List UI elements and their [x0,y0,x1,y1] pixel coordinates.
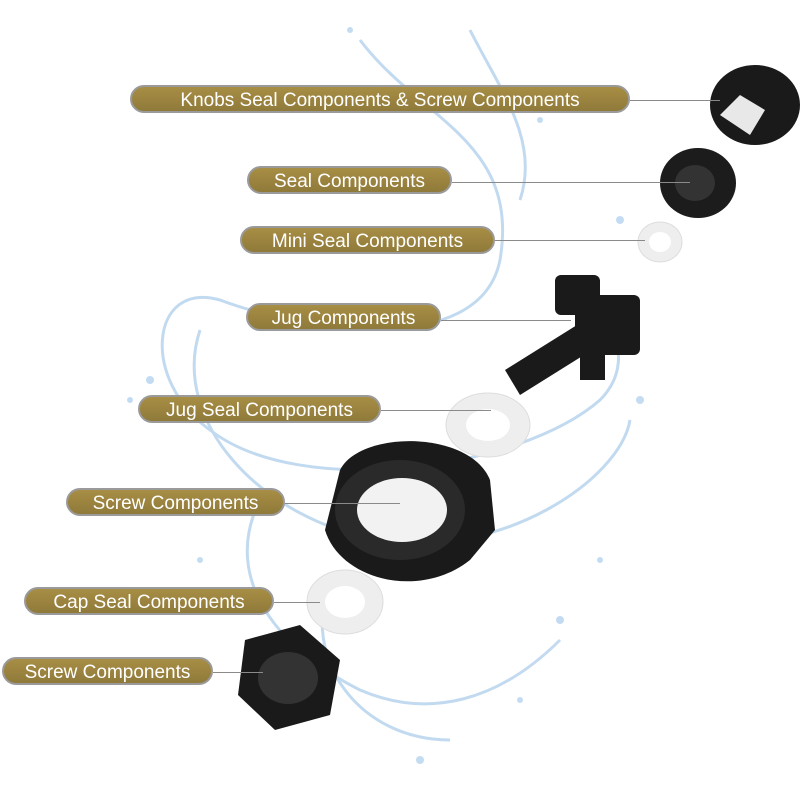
mini-seal-part [637,221,683,263]
leader-line [274,602,320,603]
leader-line [381,410,491,411]
label-knobs-seal-screw-components: Knobs Seal Components & Screw Components [130,85,630,113]
leader-line [441,320,571,321]
jug-tap-part [505,275,640,395]
water-splash [160,29,632,742]
leader-line [285,503,400,504]
leader-line [495,240,645,241]
label-mini-seal-components: Mini Seal Components [240,226,495,254]
jug-seal-part [445,392,531,458]
water-droplets [127,27,644,764]
knob-cap-part [710,65,800,145]
label-screw-components-nut: Screw Components [2,657,213,685]
cap-seal-part [306,569,384,635]
seal-nut-part [660,148,736,218]
label-screw-components: Screw Components [66,488,285,516]
leader-line [452,182,690,183]
label-jug-components: Jug Components [246,303,441,331]
label-cap-seal-components: Cap Seal Components [24,587,274,615]
label-seal-components: Seal Components [247,166,452,194]
leader-line [630,100,720,101]
label-jug-seal-components: Jug Seal Components [138,395,381,423]
hex-nut-part [238,625,340,730]
leader-line [213,672,263,673]
screw-cap-part [325,441,495,582]
